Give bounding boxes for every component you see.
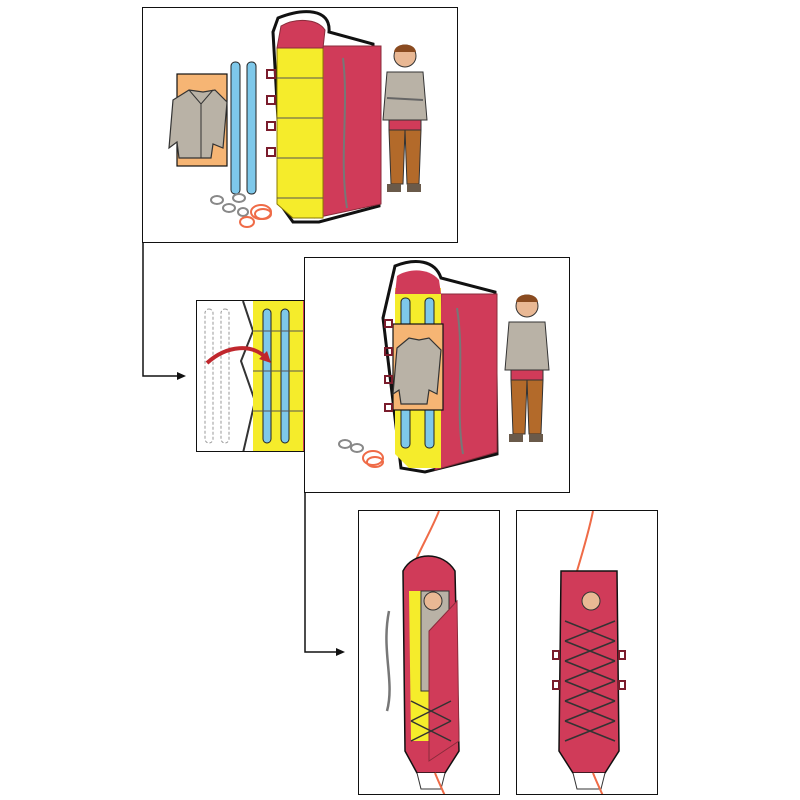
rope-icon <box>576 511 594 572</box>
stretcher-icon <box>266 10 382 224</box>
panel-step-3b <box>516 510 658 795</box>
arrow-icon <box>205 346 269 365</box>
connector-step2-to-step3 <box>304 493 336 653</box>
panel-step-2 <box>304 257 570 493</box>
person-face-icon <box>581 591 601 611</box>
ski-outline-icon <box>204 308 230 444</box>
rope-coil-icon <box>362 450 384 468</box>
stretcher-icon <box>552 570 626 790</box>
panel-step-3a <box>358 510 500 795</box>
carabiner-icon <box>338 439 364 453</box>
jacket-icon <box>168 89 228 159</box>
person-icon <box>382 44 428 192</box>
rope-coil-icon <box>239 204 272 228</box>
ski-icon <box>262 308 290 444</box>
jacket-icon <box>392 337 442 405</box>
connector-step1-to-step2 <box>142 243 178 377</box>
ski-icon <box>230 61 257 195</box>
stretcher-icon <box>381 260 499 474</box>
carabiner-icon <box>210 193 249 217</box>
arrowhead-step3 <box>336 648 345 656</box>
panel-step-1 <box>142 7 458 243</box>
person-icon <box>504 294 550 442</box>
stretcher-icon <box>402 555 460 790</box>
person-face-icon <box>423 591 443 611</box>
arrowhead-step2 <box>177 372 186 380</box>
